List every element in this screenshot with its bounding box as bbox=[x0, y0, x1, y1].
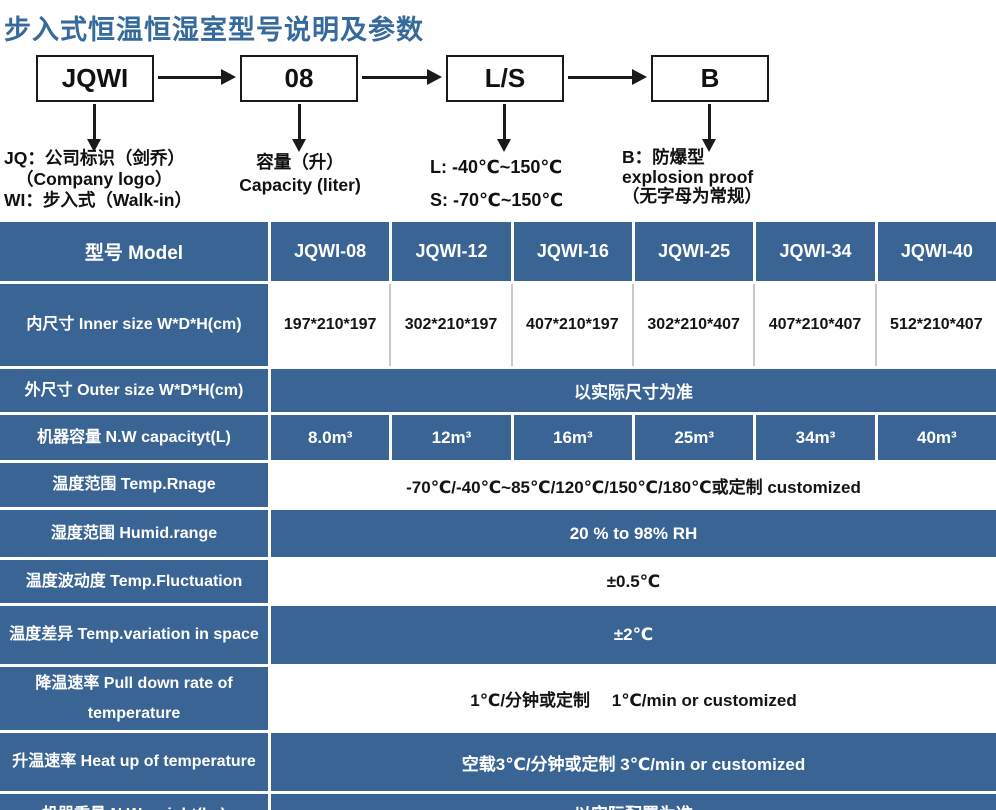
table-row-temp-range: 温度范围 Temp.Rnage -70℃/-40℃~85℃/120℃/150℃/… bbox=[0, 463, 996, 507]
merged-value-cell: 以实际尺寸为准 bbox=[271, 369, 996, 412]
row-label: 升温速率 Heat up of temperature bbox=[0, 733, 268, 791]
row-label: 内尺寸 Inner size W*D*H(cm) bbox=[0, 284, 268, 366]
spec-value-cell: 8.0m³ bbox=[271, 415, 390, 460]
desc-line: explosion proof bbox=[622, 166, 754, 187]
spec-value-cell: 197*210*197 bbox=[268, 284, 390, 366]
table-row-pull-down-rate: 降温速率 Pull down rate of temperature 1℃/分钟… bbox=[0, 667, 996, 730]
arrow-down-icon bbox=[88, 104, 100, 152]
desc-line: B：防爆型 bbox=[622, 147, 705, 167]
model-box-capacity: 08 bbox=[240, 55, 358, 102]
model-box-temp-grade: L/S bbox=[446, 55, 564, 102]
row-label: 温度波动度 Temp.Fluctuation bbox=[0, 560, 268, 603]
desc-line: L: -40℃~150℃ bbox=[430, 157, 563, 177]
table-row-inner-size: 内尺寸 Inner size W*D*H(cm) 197*210*197 302… bbox=[0, 284, 996, 366]
arrow-down-icon bbox=[498, 104, 510, 152]
row-label: 机器容量 N.W capacityt(L) bbox=[0, 415, 268, 460]
spec-value-cell: 34m³ bbox=[756, 415, 875, 460]
merged-value-cell: 空载3℃/分钟或定制 3℃/min or customized bbox=[271, 733, 996, 791]
desc-line: WI：步入式（Walk-in） bbox=[4, 190, 192, 210]
model-box-company: JQWI bbox=[36, 55, 154, 102]
arrow-down-icon bbox=[703, 104, 715, 152]
desc-line: Capacity (liter) bbox=[239, 175, 361, 195]
table-row-capacity: 机器容量 N.W capacityt(L) 8.0m³ 12m³ 16m³ 25… bbox=[0, 415, 996, 460]
row-label: 温度范围 Temp.Rnage bbox=[0, 463, 268, 507]
temp-grade-description: L: -40℃~150℃ S: -70℃~150℃ bbox=[430, 151, 563, 217]
spec-value-cell: 407*210*407 bbox=[753, 284, 875, 366]
row-label: 外尺寸 Outer size W*D*H(cm) bbox=[0, 369, 268, 412]
merged-value-cell: -70℃/-40℃~85℃/120℃/150℃/180℃或定制 customiz… bbox=[271, 463, 996, 507]
row-label: 机器重量 N.W weight(kg) bbox=[0, 794, 268, 810]
merged-value-cell: 20 % to 98% RH bbox=[271, 510, 996, 557]
company-code-description: JQ：公司标识（剑乔） （Company logo） WI：步入式（Walk-i… bbox=[4, 148, 192, 211]
arrow-right-icon bbox=[158, 69, 236, 85]
table-row-weight-partial: 机器重量 N.W weight(kg) 以实际配置为准 bbox=[0, 794, 996, 810]
arrow-right-icon bbox=[568, 69, 647, 85]
table-row-temp-fluctuation: 温度波动度 Temp.Fluctuation ±0.5℃ bbox=[0, 560, 996, 603]
spec-value-cell: 12m³ bbox=[392, 415, 511, 460]
table-header-row: 型号 Model JQWI-08 JQWI-12 JQWI-16 JQWI-25… bbox=[0, 222, 996, 281]
capacity-code-description: 容量（升） Capacity (liter) bbox=[185, 151, 415, 197]
spec-value-cell: 407*210*197 bbox=[510, 284, 632, 366]
spec-value-cell: 25m³ bbox=[635, 415, 754, 460]
spec-value-cell: 40m³ bbox=[877, 415, 996, 460]
row-label: 降温速率 Pull down rate of temperature bbox=[0, 667, 268, 730]
model-header-cell: JQWI-25 bbox=[635, 222, 754, 281]
desc-line: 容量（升） bbox=[256, 152, 344, 172]
model-header-cell: JQWI-12 bbox=[392, 222, 511, 281]
table-row-humidity-range: 湿度范围 Humid.range 20 % to 98% RH bbox=[0, 510, 996, 557]
model-header-cell: JQWI-34 bbox=[756, 222, 875, 281]
spec-value-cell: 512*210*407 bbox=[874, 284, 996, 366]
arrow-right-icon bbox=[362, 69, 442, 85]
table-row-outer-size: 外尺寸 Outer size W*D*H(cm) 以实际尺寸为准 bbox=[0, 369, 996, 412]
row-label: 湿度范围 Humid.range bbox=[0, 510, 268, 557]
model-header-cell: JQWI-40 bbox=[877, 222, 996, 281]
model-box-explosion: B bbox=[651, 55, 769, 102]
desc-line: JQ：公司标识（剑乔） bbox=[4, 148, 185, 168]
page-title: 步入式恒温恒湿室型号说明及参数 bbox=[4, 15, 424, 45]
spec-value-cell: 302*210*407 bbox=[632, 284, 754, 366]
desc-line: （无字母为常规） bbox=[622, 186, 762, 206]
spec-value-cell: 302*210*197 bbox=[389, 284, 511, 366]
spec-value-cell: 16m³ bbox=[513, 415, 632, 460]
merged-value-cell: ±0.5℃ bbox=[271, 560, 996, 603]
row-label: 温度差异 Temp.variation in space bbox=[0, 606, 268, 664]
merged-value-cell: 以实际配置为准 bbox=[271, 794, 996, 810]
desc-line: （Company logo） bbox=[16, 169, 173, 189]
spec-table: 型号 Model JQWI-08 JQWI-12 JQWI-16 JQWI-25… bbox=[0, 222, 996, 810]
merged-value-cell: 1℃/分钟或定制 1℃/min or customized bbox=[271, 667, 996, 730]
table-row-temp-variation: 温度差异 Temp.variation in space ±2℃ bbox=[0, 606, 996, 664]
column-header-model: 型号 Model bbox=[0, 222, 268, 281]
merged-value-cell: ±2℃ bbox=[271, 606, 996, 664]
model-header-cell: JQWI-16 bbox=[513, 222, 632, 281]
table-row-heat-up-rate: 升温速率 Heat up of temperature 空载3℃/分钟或定制 3… bbox=[0, 733, 996, 791]
desc-line: S: -70℃~150℃ bbox=[430, 190, 564, 210]
arrow-down-icon bbox=[293, 104, 305, 152]
explosion-code-description: B：防爆型 explosion proof （无字母为常规） bbox=[622, 147, 762, 207]
model-header-cell: JQWI-08 bbox=[271, 222, 390, 281]
